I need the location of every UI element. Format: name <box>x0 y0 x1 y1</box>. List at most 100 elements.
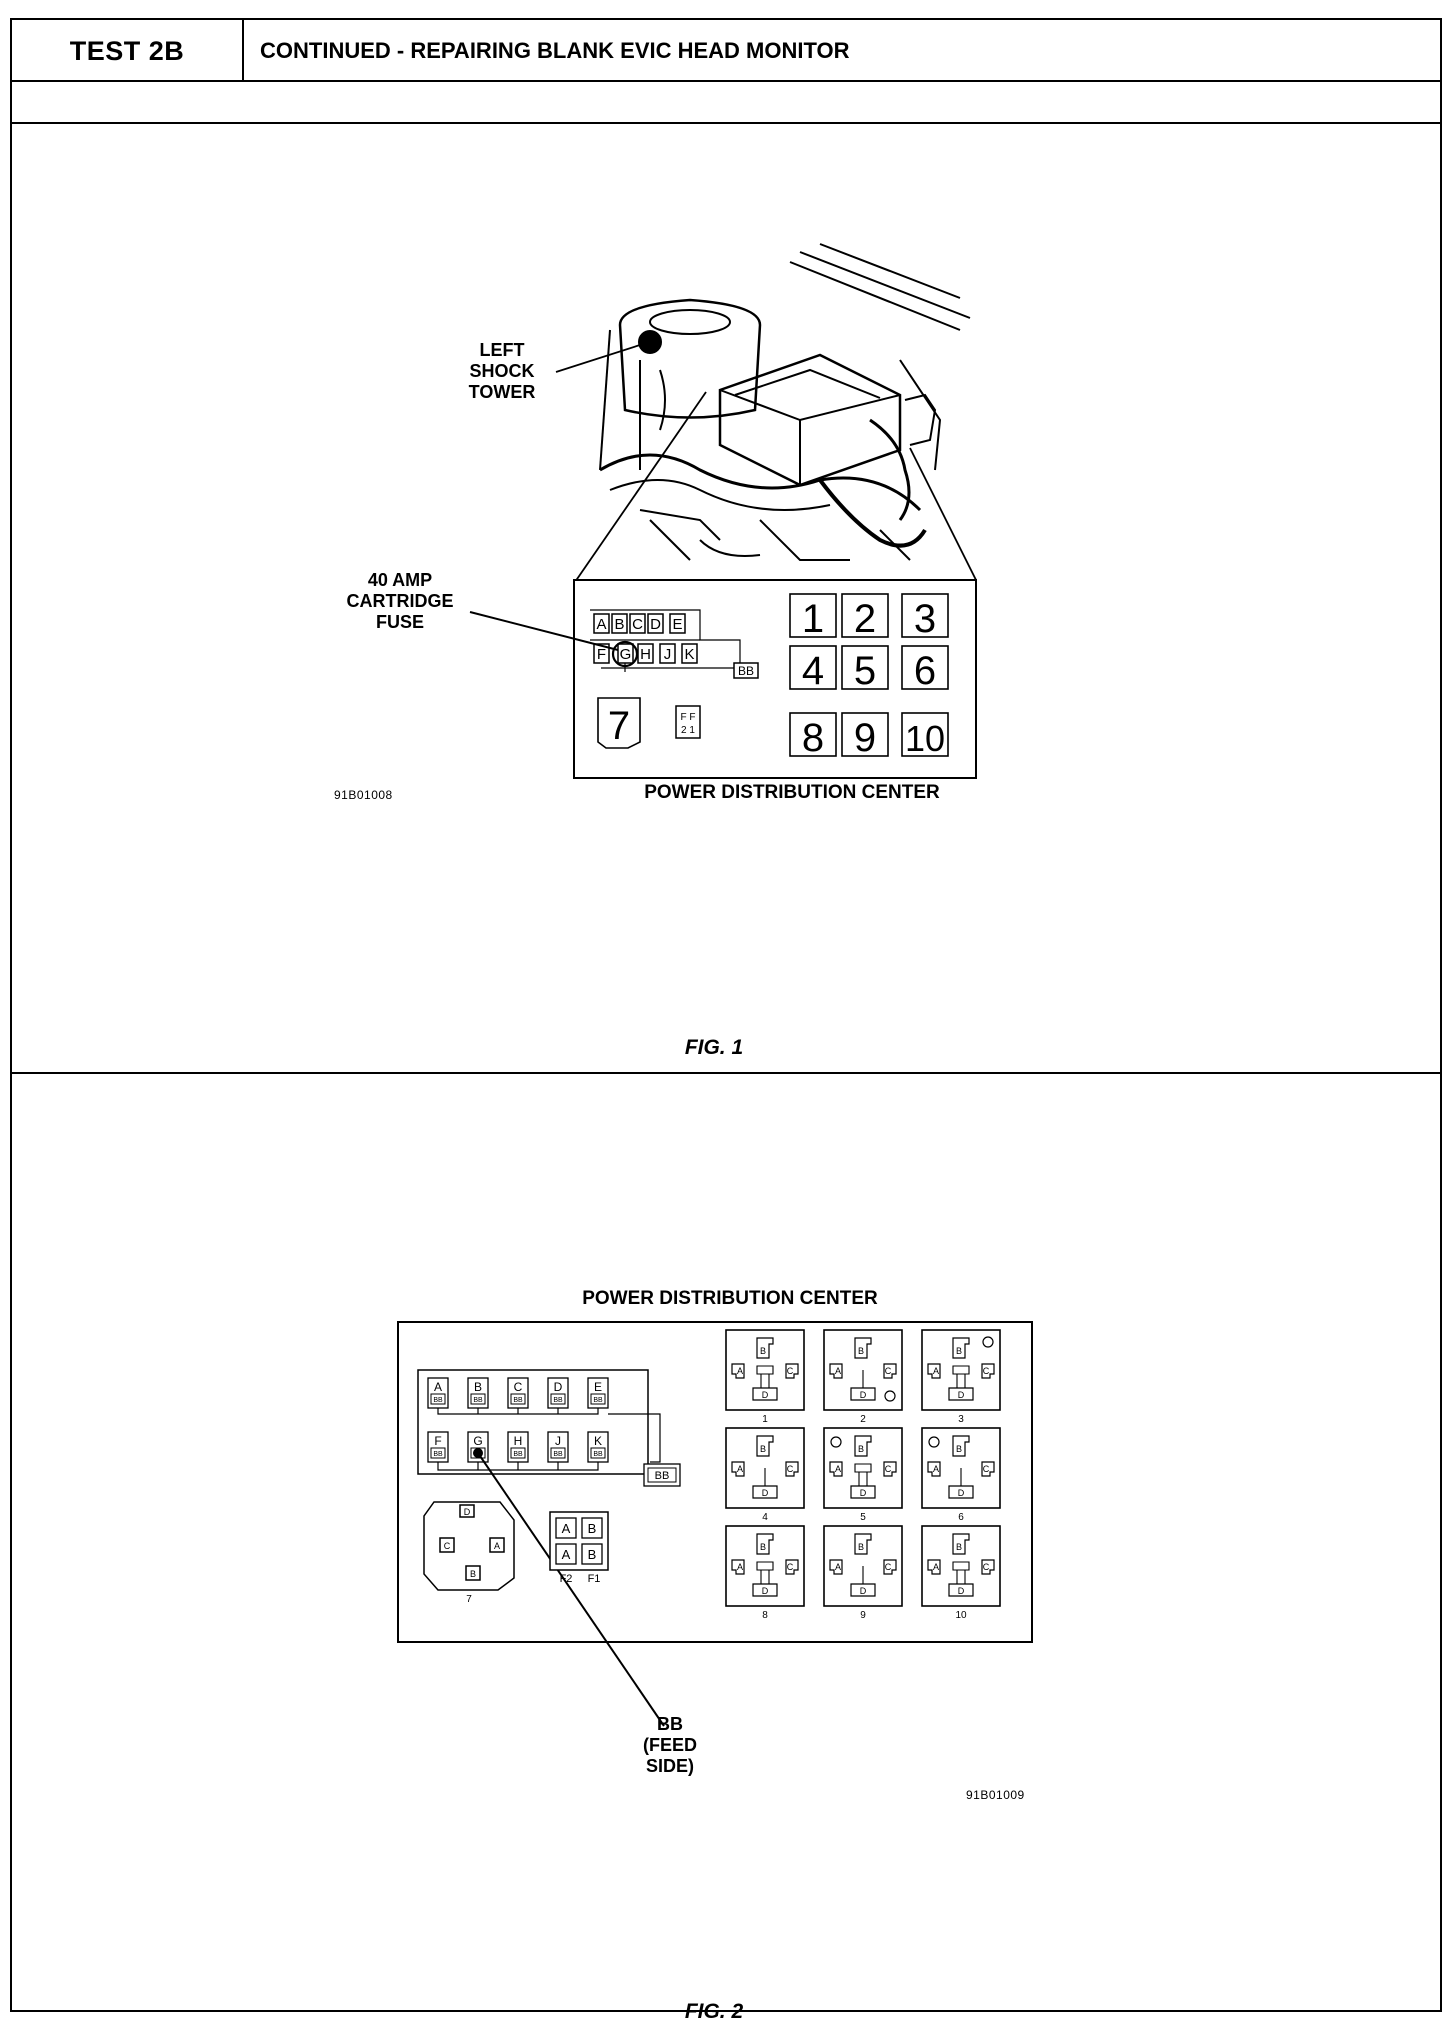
svg-text:H: H <box>640 646 651 663</box>
fuse-C: C <box>629 613 646 634</box>
fig1-fuse-callout-line <box>469 611 619 651</box>
svg-text:G: G <box>620 646 632 663</box>
test-id: TEST 2B <box>12 20 244 82</box>
svg-text:A: A <box>596 616 606 633</box>
fuse-J: JBB <box>547 1431 569 1463</box>
svg-text:B: B <box>858 1542 864 1552</box>
fuse-J: J <box>659 643 676 664</box>
svg-text:C: C <box>632 616 643 633</box>
svg-text:A: A <box>835 1562 841 1572</box>
svg-text:D: D <box>650 616 661 633</box>
svg-text:F F: F F <box>681 712 696 723</box>
svg-text:F: F <box>597 646 606 663</box>
svg-text:A: A <box>494 1541 500 1551</box>
svg-text:A: A <box>737 1464 743 1474</box>
svg-text:A: A <box>933 1562 939 1572</box>
svg-text:F1: F1 <box>588 1573 601 1585</box>
svg-text:A: A <box>434 1380 442 1394</box>
relay-socket-number: 2 <box>860 1414 866 1425</box>
figure-divider <box>12 1072 1440 1074</box>
svg-text:B: B <box>588 1547 597 1562</box>
fig1-caption: FIG. 1 <box>684 1036 744 1059</box>
fuse-F: F <box>593 643 610 664</box>
svg-text:K: K <box>684 646 694 663</box>
fig2-part-number: 91B01009 <box>966 1788 1025 1802</box>
fig1-fuse-row-top: A B C D E <box>593 613 686 634</box>
svg-text:A: A <box>737 1366 743 1376</box>
page-header: TEST 2B CONTINUED - REPAIRING BLANK EVIC… <box>12 20 1440 124</box>
relay-3-label: 3 <box>914 597 936 641</box>
svg-text:C: C <box>885 1464 892 1474</box>
fuse-E: E <box>669 613 686 634</box>
svg-text:BB: BB <box>513 1397 523 1404</box>
svg-text:A: A <box>933 1464 939 1474</box>
fig1-bb-box: BB <box>733 662 759 679</box>
svg-text:BB: BB <box>593 1397 603 1404</box>
svg-text:A: A <box>835 1366 841 1376</box>
svg-text:B: B <box>474 1380 482 1394</box>
fuse-E: EBB <box>587 1377 609 1409</box>
fuse-F: FBB <box>427 1431 449 1463</box>
svg-text:B: B <box>956 1346 962 1356</box>
fig1-ff-block: F F 2 1 <box>675 705 701 739</box>
relay-socket-number: 1 <box>762 1414 768 1425</box>
fuse-D: D <box>647 613 664 634</box>
svg-text:F2: F2 <box>560 1573 573 1585</box>
relay-4-label: 4 <box>802 649 824 693</box>
fig1-fuse-g-circle <box>611 640 639 668</box>
fig2-bb-box: BB <box>643 1463 681 1487</box>
svg-text:D: D <box>762 1488 769 1498</box>
fig2-panel-title: POWER DISTRIBUTION CENTER <box>582 1288 878 1309</box>
svg-text:A: A <box>737 1562 743 1572</box>
svg-text:C: C <box>885 1562 892 1572</box>
svg-text:C: C <box>787 1562 794 1572</box>
fuse-G: G <box>617 643 634 664</box>
svg-text:2 1: 2 1 <box>681 725 695 736</box>
svg-text:D: D <box>958 1390 965 1400</box>
relay-socket-number: 8 <box>762 1610 768 1621</box>
svg-text:B: B <box>956 1542 962 1552</box>
svg-text:D: D <box>958 1586 965 1596</box>
fuse-D: D BB <box>547 1377 569 1409</box>
fuse-G: G <box>467 1431 489 1463</box>
relay-6-label: 6 <box>914 649 936 693</box>
fig2-relay-7: D C A B 7 <box>423 1501 515 1605</box>
fuse-K: K BB <box>587 1431 609 1463</box>
fuse-B: BBB <box>467 1377 489 1409</box>
engine-compartment-sketch <box>555 243 977 583</box>
svg-text:D: D <box>554 1380 563 1394</box>
svg-text:H: H <box>514 1434 523 1448</box>
svg-text:B: B <box>470 1569 476 1579</box>
svg-text:J: J <box>664 646 672 663</box>
fig2-feed-callout-line <box>477 1452 665 1727</box>
svg-text:B: B <box>858 1444 864 1454</box>
svg-text:B: B <box>760 1542 766 1552</box>
svg-text:BB: BB <box>513 1451 523 1458</box>
svg-text:D: D <box>762 1390 769 1400</box>
relay-5-label: 5 <box>854 649 876 693</box>
svg-text:BB: BB <box>738 664 754 678</box>
svg-text:D: D <box>958 1488 965 1498</box>
svg-text:C: C <box>787 1464 794 1474</box>
svg-text:BB: BB <box>593 1451 603 1458</box>
fuse-A: ABB <box>427 1377 449 1409</box>
svg-text:B: B <box>760 1444 766 1454</box>
relay-2-label: 2 <box>854 597 876 641</box>
svg-text:K: K <box>594 1434 602 1448</box>
relay-1-label: 1 <box>802 597 824 641</box>
fuse-K: K <box>681 643 698 664</box>
svg-text:BB: BB <box>553 1451 563 1458</box>
svg-text:BB: BB <box>655 1470 670 1482</box>
svg-text:C: C <box>983 1366 990 1376</box>
svg-text:7: 7 <box>466 1594 472 1605</box>
svg-text:D: D <box>464 1507 471 1517</box>
svg-text:C: C <box>885 1366 892 1376</box>
label-bb-feed-side: BB (FEED SIDE) <box>643 1714 697 1776</box>
svg-text:BB: BB <box>553 1397 563 1404</box>
svg-text:7: 7 <box>608 704 630 748</box>
